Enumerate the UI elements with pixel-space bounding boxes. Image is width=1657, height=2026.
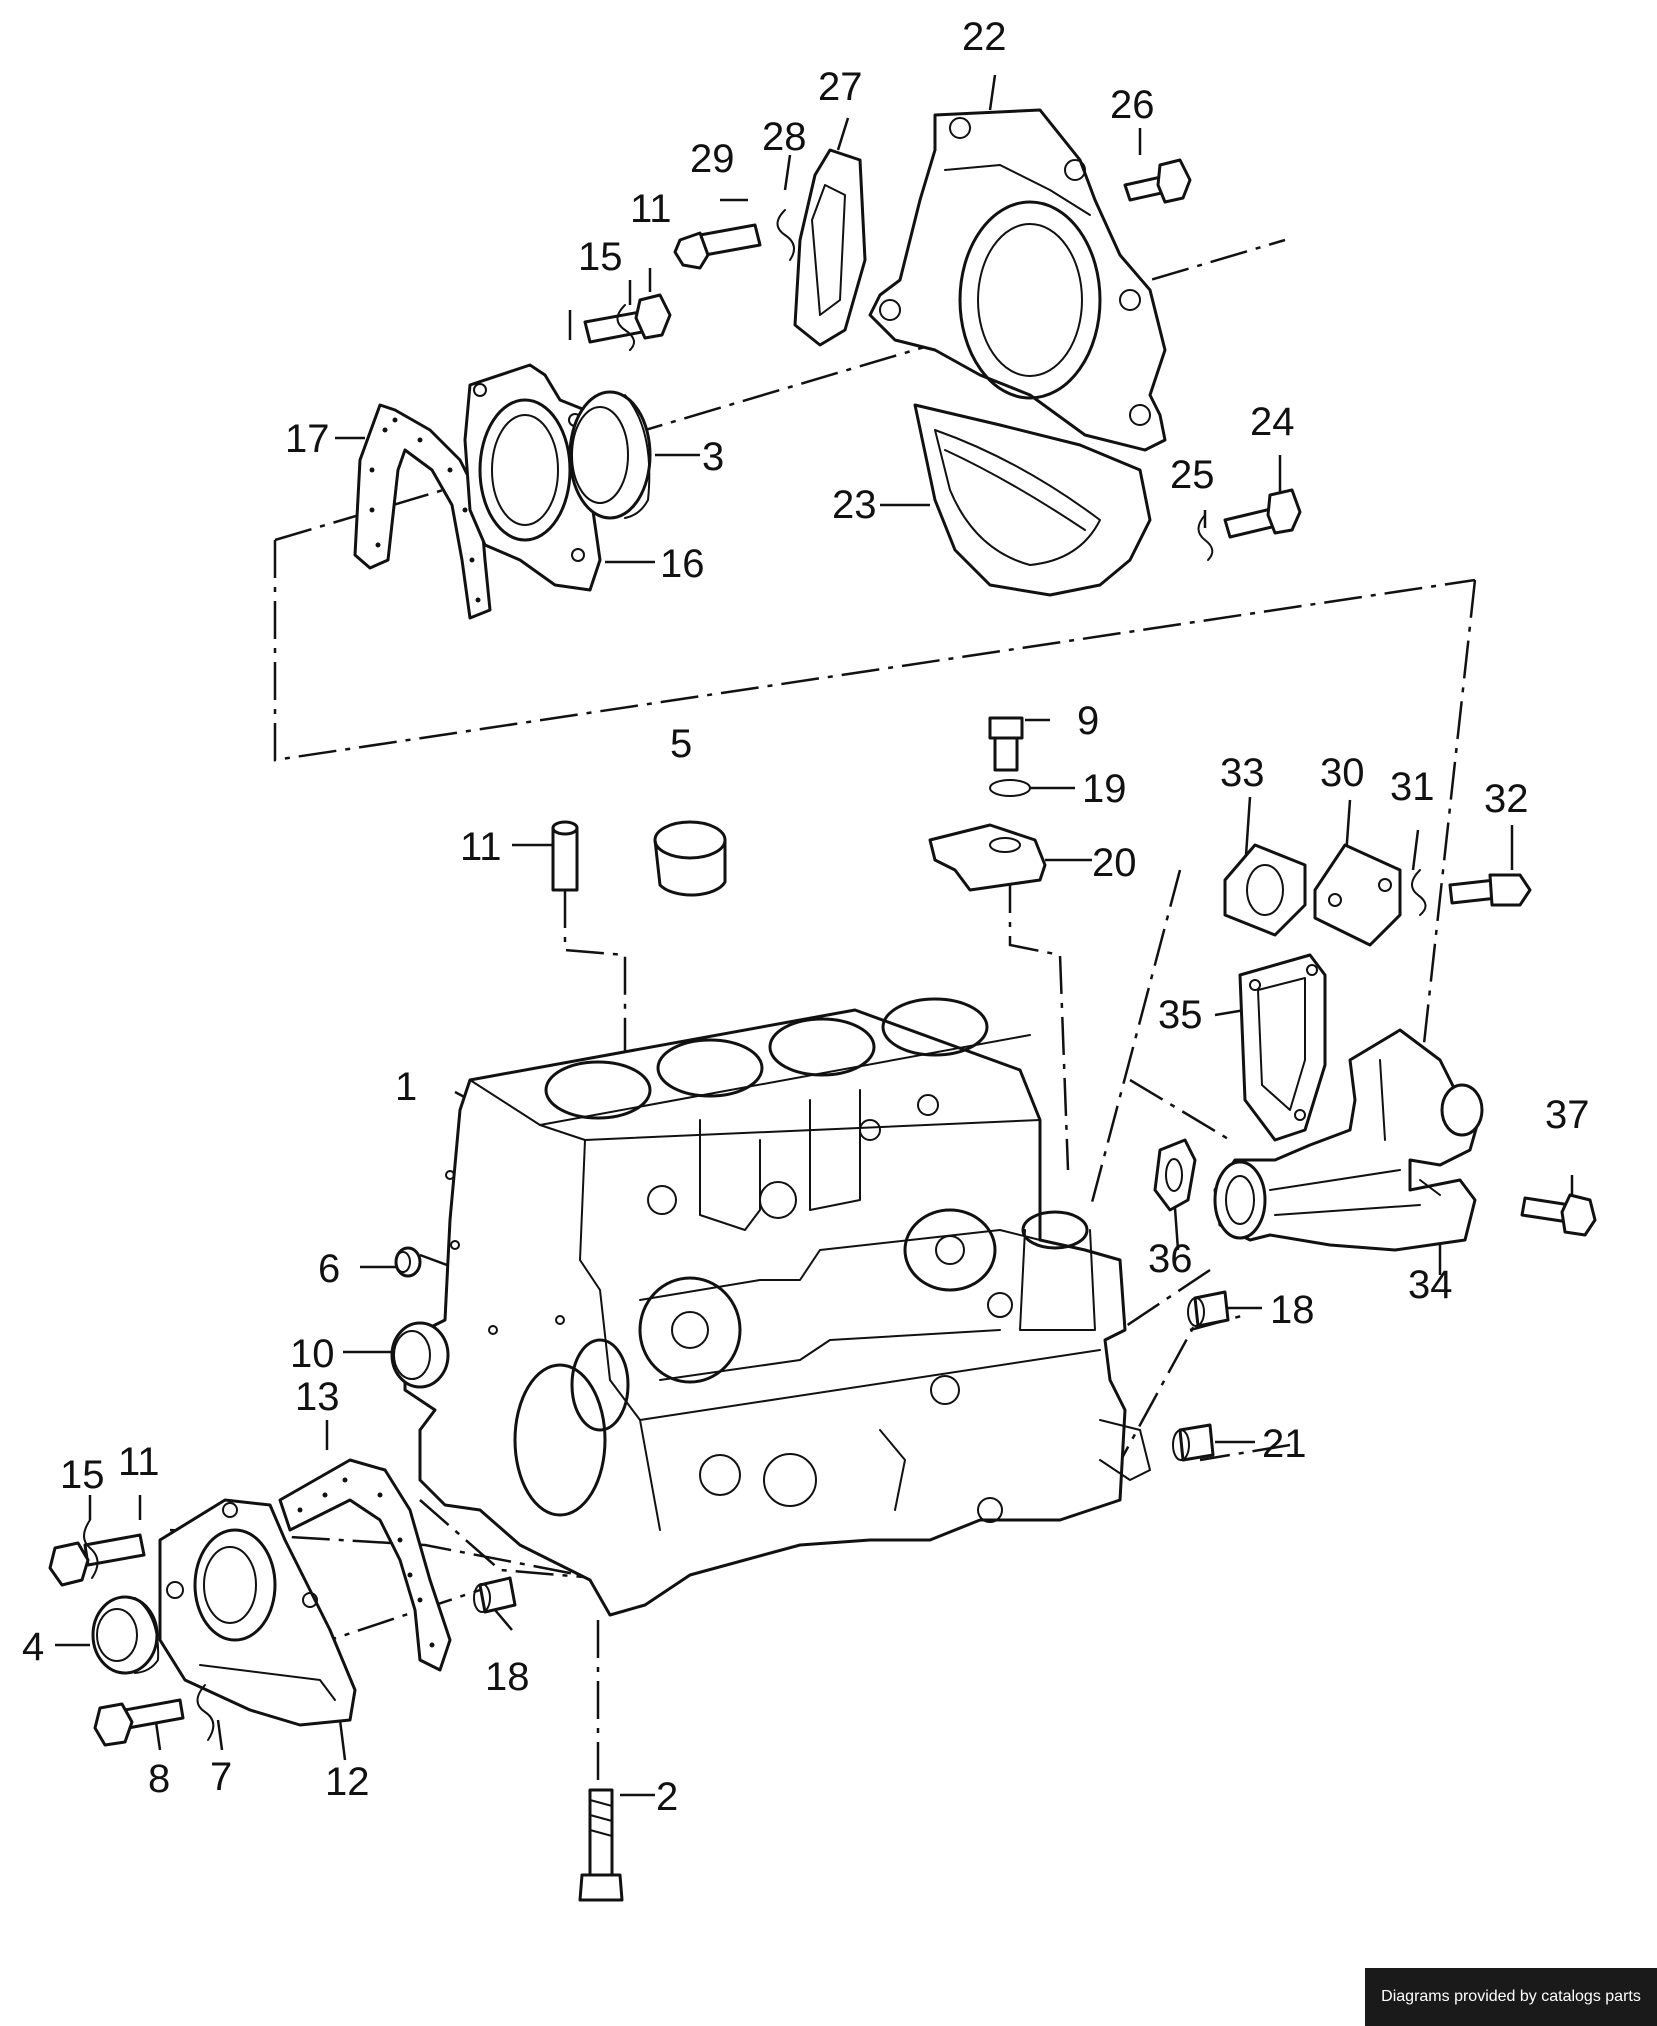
part-15-washer-upper [616,304,635,351]
callout-31: 31 [1390,765,1435,809]
credit-banner: Diagrams provided by catalogs parts [1365,1968,1657,2026]
part-21-dowel [1172,1423,1215,1462]
callout-33: 33 [1220,751,1265,795]
part-35-gasket [1238,953,1327,1142]
part-29-bolt [673,223,762,270]
callout-20: 20 [1092,841,1137,885]
callout-30: 30 [1320,751,1365,795]
part-17-gasket [353,403,492,620]
part-9-bolt [988,716,1024,772]
callout-15-top: 15 [578,235,623,279]
part-11-dowel-pin [551,820,579,892]
callout-1: 1 [395,1065,417,1109]
part-15-washer-lower [83,1519,99,1579]
callout-28: 28 [762,115,807,159]
part-13-gasket [278,1458,452,1672]
part-25-washer [1197,514,1214,561]
callout-27: 27 [818,65,863,109]
callout-11-mid: 11 [460,825,502,869]
callout-3: 3 [702,435,724,479]
callout-37: 37 [1545,1093,1590,1137]
part-18-dowel-lower [473,1576,517,1614]
callout-13: 13 [295,1375,340,1419]
part-12-front-cover [158,1498,357,1727]
part-30-cover-plate [1313,843,1402,947]
part-8-bolt [93,1698,185,1747]
callout-18-right: 18 [1270,1288,1315,1332]
callout-7: 7 [210,1755,232,1799]
callout-17: 17 [285,417,330,461]
callout-24: 24 [1250,400,1295,444]
part-20-bracket [928,823,1047,892]
part-1-engine-block [403,997,1151,1617]
part-32-bolt [1448,873,1532,907]
callout-19: 19 [1082,767,1127,811]
callout-12: 12 [325,1760,370,1804]
callout-35: 35 [1158,993,1203,1037]
callout-9: 9 [1077,699,1099,743]
part-2-bolt [578,1788,624,1902]
part-33-gasket [1223,843,1307,937]
callout-8: 8 [148,1757,170,1801]
callout-32: 32 [1484,777,1529,821]
part-37-bolt [1520,1193,1597,1237]
callout-34: 34 [1408,1263,1453,1307]
callout-21: 21 [1262,1422,1307,1466]
callout-25: 25 [1170,453,1215,497]
callout-6: 6 [318,1247,340,1291]
callout-4: 4 [22,1625,44,1669]
part-10-cap-plug [390,1321,450,1389]
part-11-bolt-lower [48,1533,146,1587]
part-11-stud-upper [583,293,672,344]
callout-10: 10 [290,1332,335,1376]
callout-36: 36 [1148,1237,1193,1281]
part-36-gasket [1153,1138,1197,1212]
callout-29: 29 [690,137,735,181]
callout-5: 5 [670,722,692,766]
callout-22: 22 [962,15,1007,59]
part-26-bolt [1123,158,1192,204]
callout-15-bot: 15 [60,1453,105,1497]
callout-11-bot: 11 [118,1440,160,1484]
part-6-plug [394,1246,422,1278]
part-24-bolt [1223,488,1302,539]
callout-2: 2 [656,1775,678,1819]
part-34-coolant-pipe [1213,1028,1484,1252]
callout-16: 16 [660,542,705,586]
part-7-washer [196,1684,215,1741]
part-5-bush [653,820,727,897]
part-4-seal [91,1595,160,1675]
part-19-washer [989,779,1031,797]
part-22-rear-seal-carrier [868,108,1167,452]
callout-labels: 22 27 26 29 28 11 15 17 3 16 23 24 25 5 … [22,15,1590,1819]
callout-26: 26 [1110,83,1155,127]
part-23-oil-seal-arc [913,403,1152,597]
part-18-dowel-right [1187,1290,1230,1328]
part-27-gasket [793,148,867,347]
callout-18-bot: 18 [485,1655,530,1699]
callout-11-top: 11 [630,187,672,231]
part-16-seal-carrier [463,363,602,592]
part-28-washer [776,209,795,261]
part-31-washer [1411,869,1427,916]
callout-23: 23 [832,483,877,527]
part-3-oil-seal [568,390,652,520]
